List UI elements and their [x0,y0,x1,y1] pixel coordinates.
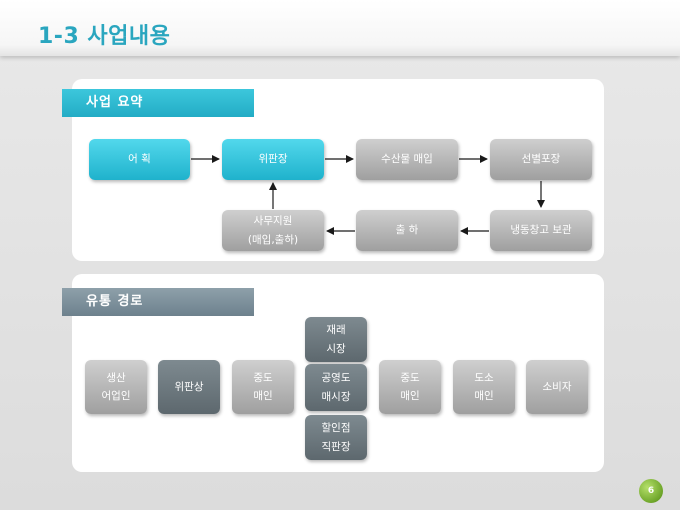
page-number-badge: 6 [639,479,663,503]
slide-title: 1-3 사업내용 [38,24,171,49]
node-broker2: 중도 매인 [379,360,441,414]
business-summary-label: 사업 요약 [62,89,254,117]
node-traditional-market: 재래 시장 [305,317,367,362]
step-catch: 어 획 [89,139,190,180]
title-bar: 1-3 사업내용 [0,0,680,56]
distribution-label: 유통 경로 [62,288,254,316]
step-shipping: 출 하 [356,210,458,251]
node-consignment: 위판상 [158,360,220,414]
step-purchase: 수산물 매입 [356,139,458,180]
step-consignment: 위판장 [222,139,324,180]
node-public-market: 공영도 매시장 [305,364,367,411]
node-consumer: 소비자 [526,360,588,414]
node-producer: 생산 어업인 [85,360,147,414]
node-wholesaler: 도소 매인 [453,360,515,414]
step-office-support: 사무지원 (매입,출하) [222,210,324,251]
step-cold-storage: 냉동창고 보관 [490,210,592,251]
node-discount-store: 할인점 직판장 [305,415,367,460]
node-broker1: 중도 매인 [232,360,294,414]
step-sorting: 선별포장 [490,139,592,180]
